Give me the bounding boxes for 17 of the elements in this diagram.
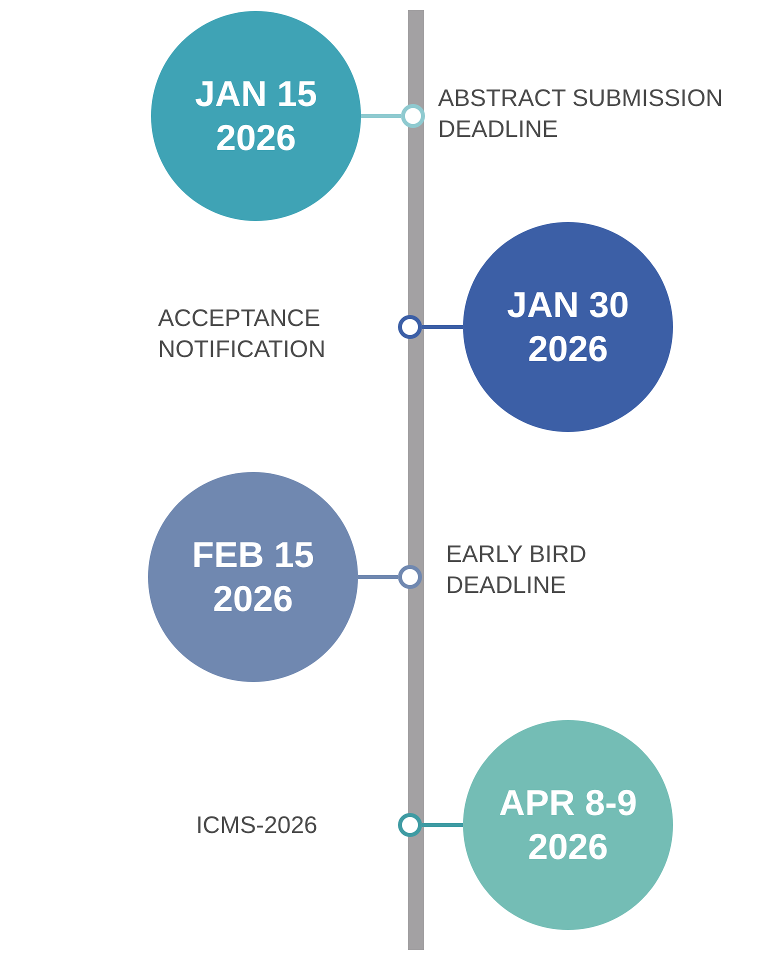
connector-line — [358, 575, 398, 579]
date-text: JAN 30 2026 — [506, 283, 630, 371]
milestone-label: EARLY BIRD DEADLINE — [446, 540, 588, 601]
milestone-label: ICMS-2026 — [196, 811, 318, 841]
timeline-bar — [408, 10, 424, 950]
connector-line — [422, 823, 463, 827]
date-text: FEB 15 2026 — [190, 533, 316, 621]
milestone-label: ACCEPTANCE NOTIFICATION — [158, 304, 327, 365]
date-text: APR 8-9 2026 — [498, 781, 638, 869]
timeline-marker — [398, 565, 422, 589]
connector-line — [361, 114, 401, 118]
timeline-marker — [401, 104, 425, 128]
milestone-label: ABSTRACT SUBMISSION DEADLINE — [438, 84, 724, 145]
date-text: JAN 15 2026 — [194, 72, 318, 160]
connector-line — [422, 325, 463, 329]
timeline-marker — [398, 315, 422, 339]
timeline-marker — [398, 813, 422, 837]
